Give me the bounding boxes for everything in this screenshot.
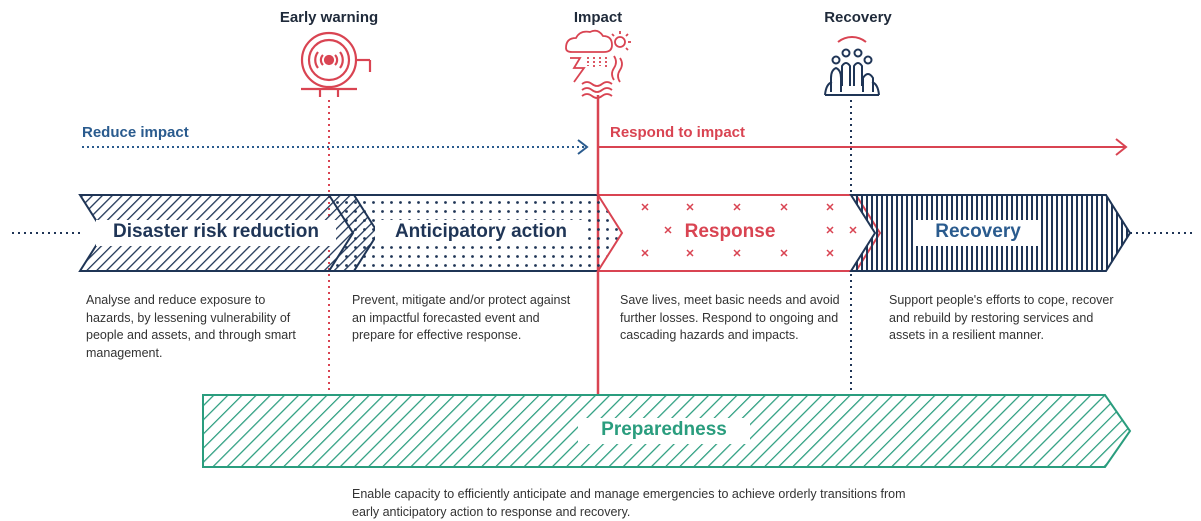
- label-early-warning: Early warning: [279, 9, 379, 26]
- description-disaster-risk-reduction: Analyse and reduce exposure to hazards, …: [86, 293, 296, 360]
- description-anticipatory-action: Prevent, mitigate and/or protect against…: [352, 293, 571, 342]
- cross-mark: [641, 203, 649, 211]
- preparedness-description: Enable capacity to efficiently anticipat…: [352, 487, 906, 519]
- label-impact: Impact: [573, 9, 623, 26]
- alarm-bell-icon: [300, 31, 372, 97]
- cross-mark: [686, 203, 694, 211]
- label-reduce-impact: Reduce impact: [82, 124, 189, 141]
- cross-mark: [826, 203, 834, 211]
- cross-mark: [733, 249, 741, 257]
- cross-mark: [826, 249, 834, 257]
- phase-label-anticipatory-action: Anticipatory action: [394, 221, 568, 242]
- cross-mark: [641, 249, 649, 257]
- description-recovery: Support people's efforts to cope, recove…: [889, 293, 1114, 342]
- cross-mark: [686, 249, 694, 257]
- preparedness-label: Preparedness: [601, 419, 727, 440]
- cross-mark: [826, 226, 834, 234]
- cross-mark: [780, 203, 788, 211]
- phase-label-disaster-risk-reduction: Disaster risk reduction: [113, 221, 319, 242]
- phase-label-recovery: Recovery: [935, 221, 1021, 242]
- cross-mark: [733, 203, 741, 211]
- cross-mark: [849, 226, 857, 234]
- phase-label-response: Response: [684, 221, 776, 242]
- reduce-impact-arrowhead: [577, 139, 589, 155]
- storm-hazards-icon: [565, 29, 631, 99]
- cross-mark: [780, 249, 788, 257]
- description-response: Save lives, meet basic needs and avoid f…: [620, 293, 840, 342]
- cross-mark: [664, 226, 672, 234]
- respond-impact-arrowhead: [1115, 138, 1128, 156]
- label-recovery-marker: Recovery: [824, 9, 892, 26]
- people-circle-icon: [824, 35, 880, 96]
- response-cross-pattern: [641, 203, 857, 257]
- label-respond-to-impact: Respond to impact: [610, 124, 746, 141]
